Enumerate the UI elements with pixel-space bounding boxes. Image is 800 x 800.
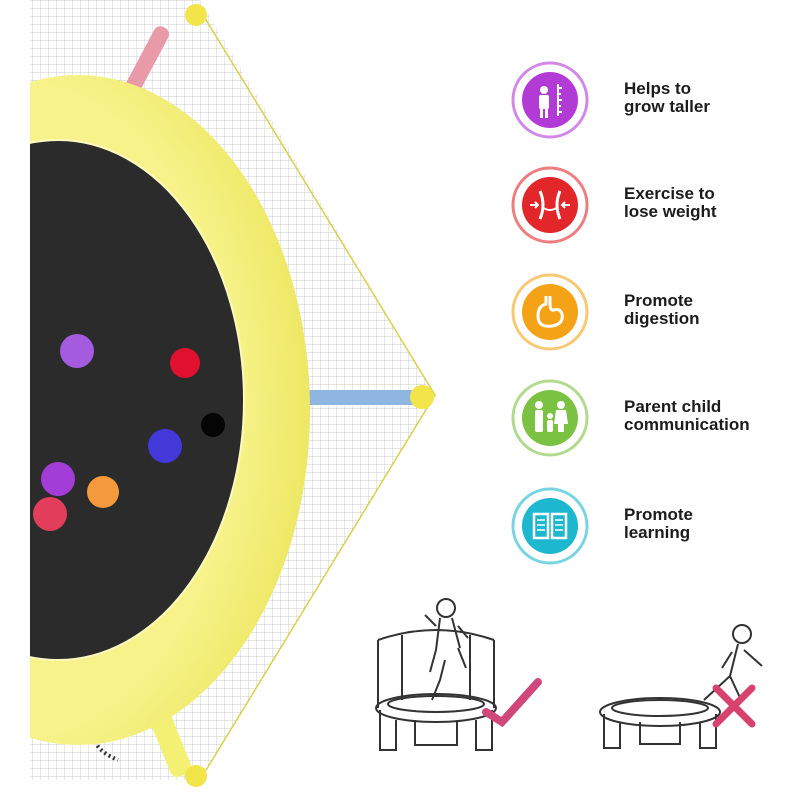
pole-cap: [185, 765, 207, 787]
benefit-grow-taller: Helps to grow taller: [508, 58, 798, 148]
pole-cap: [185, 4, 207, 26]
family-icon: [511, 379, 589, 457]
ball: [87, 476, 119, 508]
benefit-digestion: Promote digestion: [508, 270, 798, 360]
benefit-label: Promote learning: [624, 505, 693, 542]
pole-cap: [410, 385, 434, 409]
child-height-icon: [511, 61, 589, 139]
ball: [33, 497, 67, 531]
jumping-mat: [0, 139, 245, 661]
waist-icon: [511, 166, 589, 244]
benefit-family: Parent child communication: [508, 376, 798, 466]
ball: [41, 462, 75, 496]
benefit-learning: Promote learning: [508, 484, 798, 574]
benefit-label: Parent child communication: [624, 397, 750, 434]
left-margin: [0, 0, 30, 800]
book-icon: [511, 487, 589, 565]
ball: [170, 348, 200, 378]
stomach-icon: [511, 273, 589, 351]
ball: [148, 429, 182, 463]
benefit-lose-weight: Exercise to lose weight: [508, 163, 798, 253]
benefit-label: Helps to grow taller: [624, 79, 710, 116]
ball: [60, 334, 94, 368]
net-rope: [199, 9, 436, 781]
benefit-label: Exercise to lose weight: [624, 184, 717, 221]
benefit-label: Promote digestion: [624, 291, 700, 328]
blue-pole: [292, 390, 432, 405]
ball: [201, 413, 225, 437]
